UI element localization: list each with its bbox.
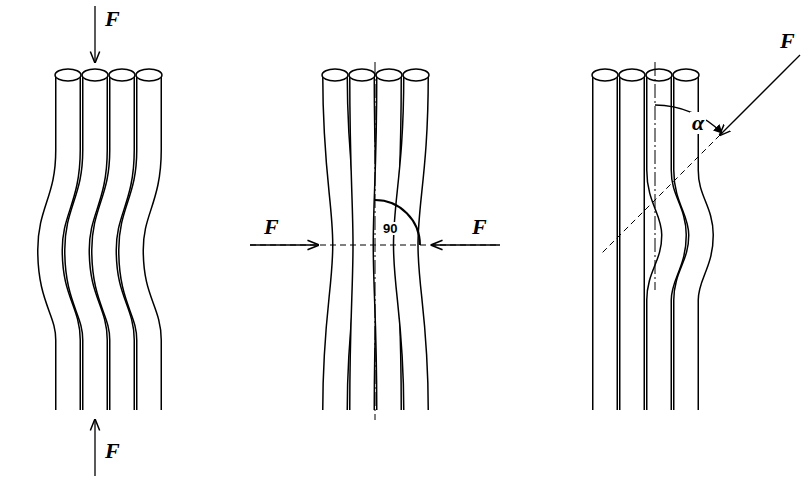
fiber-body <box>406 75 416 410</box>
force-label: F <box>103 440 122 462</box>
force-label: F <box>778 30 797 52</box>
fiber-end <box>136 69 162 81</box>
fiber-body <box>386 75 390 410</box>
kinked-bundle <box>592 69 701 410</box>
fiber-end <box>109 69 135 81</box>
fiber-outline <box>362 75 365 410</box>
fiber-outline <box>406 75 416 410</box>
angle-label: α <box>690 112 706 134</box>
fiber-body <box>621 75 644 410</box>
fiber-end <box>619 69 645 81</box>
angle-arc <box>655 105 722 133</box>
force-arrow <box>250 244 318 245</box>
force-line <box>600 135 720 255</box>
force-arrow <box>94 6 95 62</box>
fiber-outline <box>386 75 390 410</box>
force-label: F <box>103 8 122 30</box>
fiber-end <box>55 69 81 81</box>
angle-arc <box>375 200 420 245</box>
fiber-end <box>322 69 348 81</box>
fiber-outline <box>659 75 674 410</box>
force-arrow <box>432 244 500 245</box>
angle-label: 90 <box>381 222 399 235</box>
fiber-end <box>403 69 429 81</box>
fiber-body <box>335 75 345 410</box>
buckled-bundle <box>50 69 162 410</box>
fiber-outline <box>131 75 149 410</box>
fiber-end <box>82 69 108 81</box>
force-line <box>250 245 500 246</box>
fiber-body <box>362 75 365 410</box>
fiber-end <box>349 69 375 81</box>
fiber-body <box>659 75 674 410</box>
fiber-end <box>592 69 618 81</box>
force-arrow <box>94 420 95 476</box>
fiber-outline <box>335 75 345 410</box>
force-arrow <box>720 55 800 135</box>
axis-line <box>655 62 656 290</box>
fiber-outline <box>619 75 645 410</box>
force-label: F <box>262 216 281 238</box>
force-label: F <box>470 216 489 238</box>
fiber-outline <box>592 75 618 410</box>
fiber-body <box>131 75 149 410</box>
fiber-end <box>376 69 402 81</box>
fiber-end <box>646 69 672 81</box>
fiber-end <box>673 69 699 81</box>
axis-line <box>375 62 376 420</box>
